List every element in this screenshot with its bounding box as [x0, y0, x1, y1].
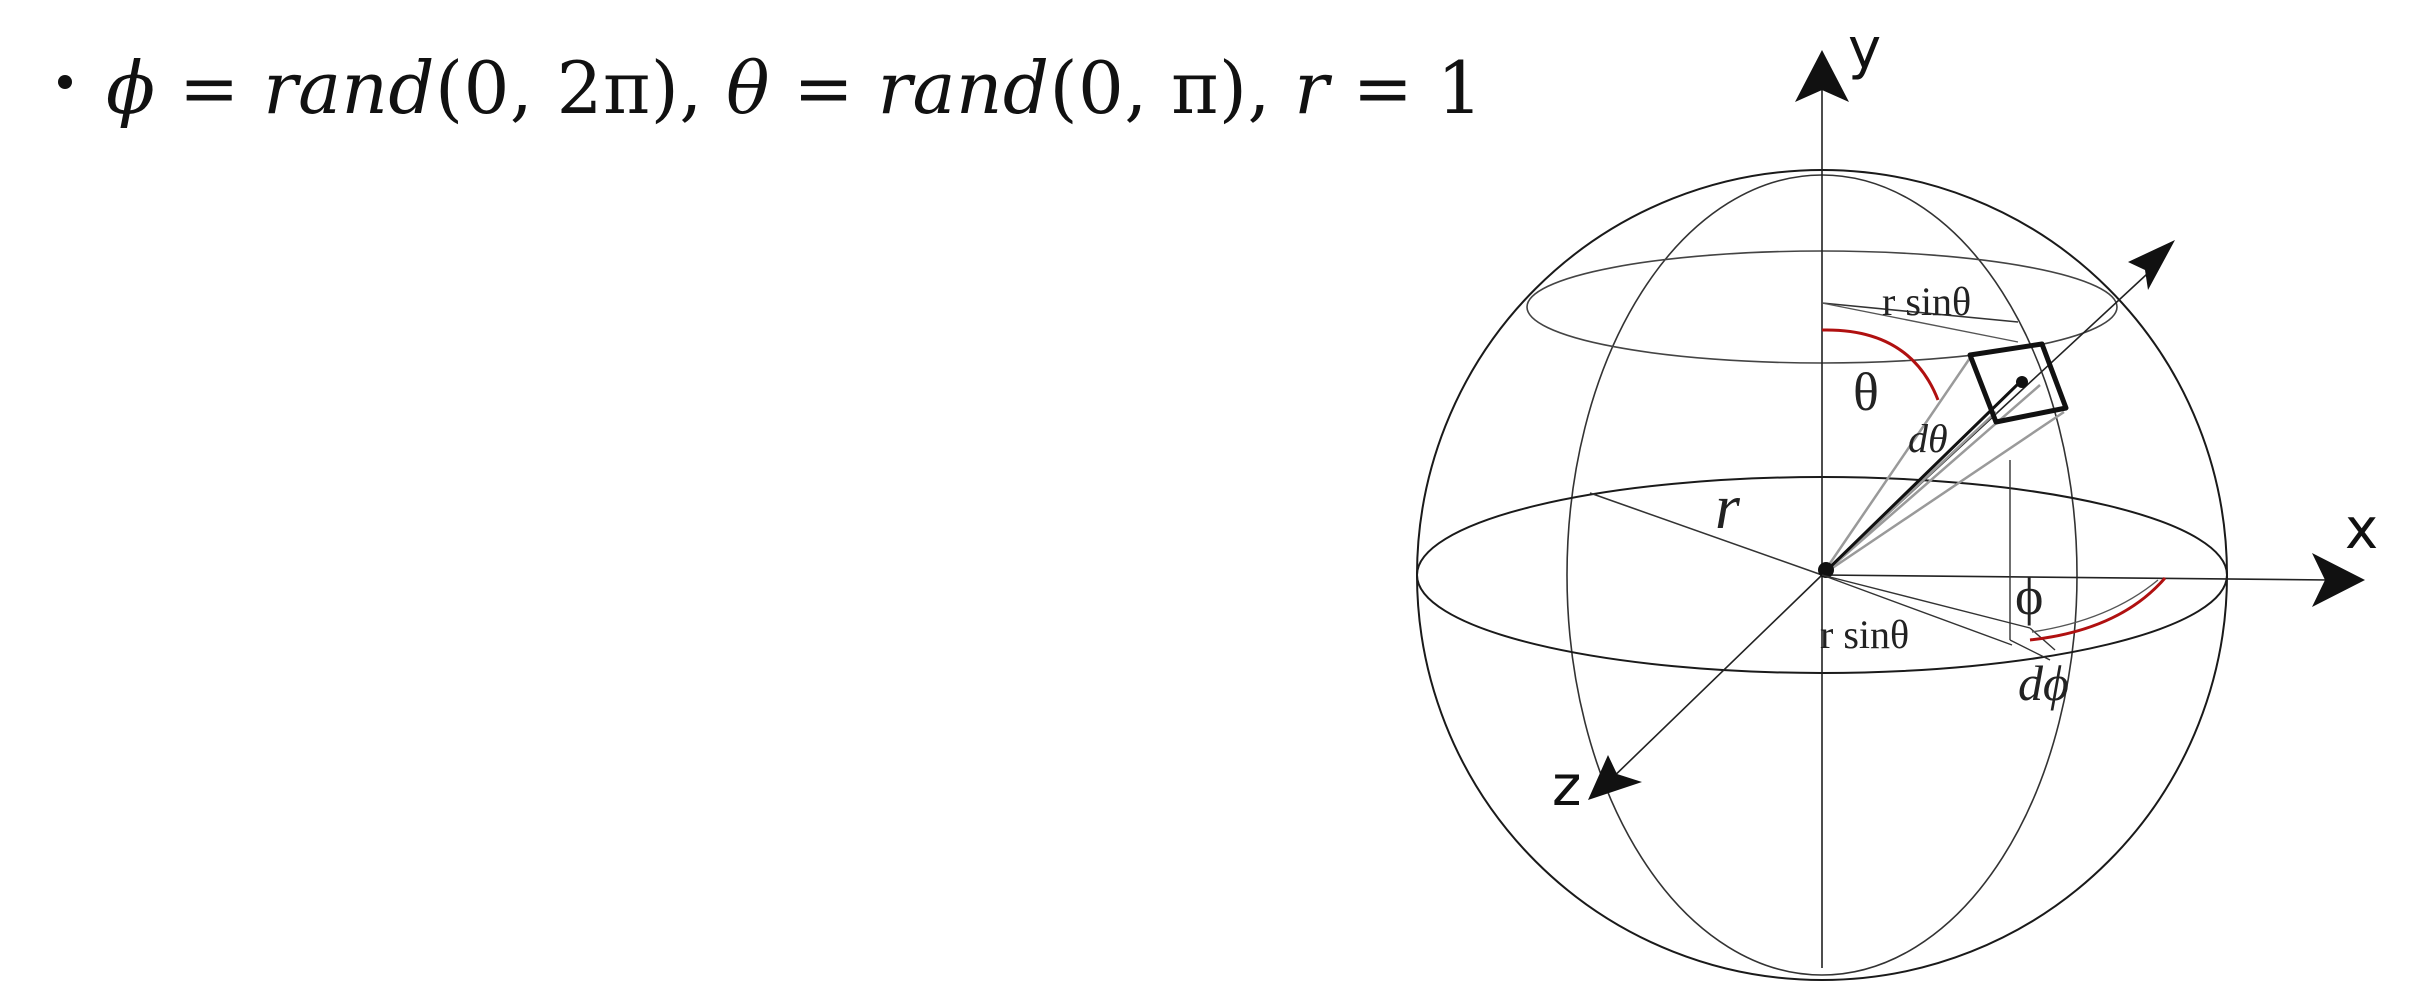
wedge-line [1821, 384, 2041, 576]
rand-function: rand [877, 46, 1050, 130]
radius-line-left [1589, 492, 1823, 576]
wedge-line [1820, 354, 1974, 576]
y-axis-label: y [1848, 17, 1881, 82]
z-axis-arrowhead [1588, 755, 1642, 800]
random-spherical-formula: ϕ = rand(0, 2π), θ = rand(0, π), r = 1 [106, 46, 1483, 130]
phi-label: ϕ [2015, 566, 2043, 626]
equatorial-projection-line [2009, 639, 2051, 661]
y-axis-arrowhead [1795, 50, 1849, 102]
top-r-sin-theta-line-2 [1821, 302, 2019, 343]
z-axis-label: z [1552, 754, 1581, 819]
theta-label: θ [1853, 362, 1879, 422]
origin-dot [1818, 562, 1834, 578]
wedge-line [1821, 410, 2065, 577]
theta-range: (0, π), [1049, 46, 1271, 130]
z-axis-line [1604, 574, 1823, 786]
origin-to-element-line [1820, 380, 2022, 577]
d-phi-label: dϕ [2018, 655, 2069, 711]
equals-sign: = [1329, 46, 1437, 130]
top-r-sin-theta-line [1821, 302, 2019, 323]
bullet-item: ϕ = rand(0, 2π), θ = rand(0, π), r = 1 [58, 38, 1483, 138]
theta-symbol: θ [702, 46, 771, 130]
equatorial-projection-line [1821, 574, 2031, 629]
phi-arc [2029, 577, 2167, 642]
phi-range: (0, 2π), [435, 46, 703, 130]
equals-sign: = [155, 46, 264, 130]
rand-function: rand [263, 46, 435, 130]
theta-arc [1821, 328, 1940, 401]
radius-value: 1 [1436, 46, 1484, 130]
equatorial-projection-line [1821, 574, 2013, 646]
phi-symbol: ϕ [106, 46, 156, 130]
radius-direction-arrowhead [2128, 240, 2175, 290]
r-label: r [1715, 471, 1741, 542]
r-sin-theta-top-label: r sinθ [1882, 279, 1971, 324]
equals-sign: = [770, 46, 878, 130]
bullet-marker [58, 75, 72, 89]
x-axis-label: x [2345, 497, 2378, 562]
r-sin-theta-bottom-label: r sinθ [1820, 612, 1909, 657]
x-axis-line [1821, 574, 2331, 581]
volume-element [1967, 341, 2069, 425]
phi-arc-inner [2031, 579, 2159, 633]
d-theta-label: dθ [1908, 416, 1948, 461]
volume-element-center-dot [2016, 376, 2028, 388]
x-axis-arrowhead [2312, 553, 2365, 607]
r-symbol: r [1270, 46, 1330, 130]
